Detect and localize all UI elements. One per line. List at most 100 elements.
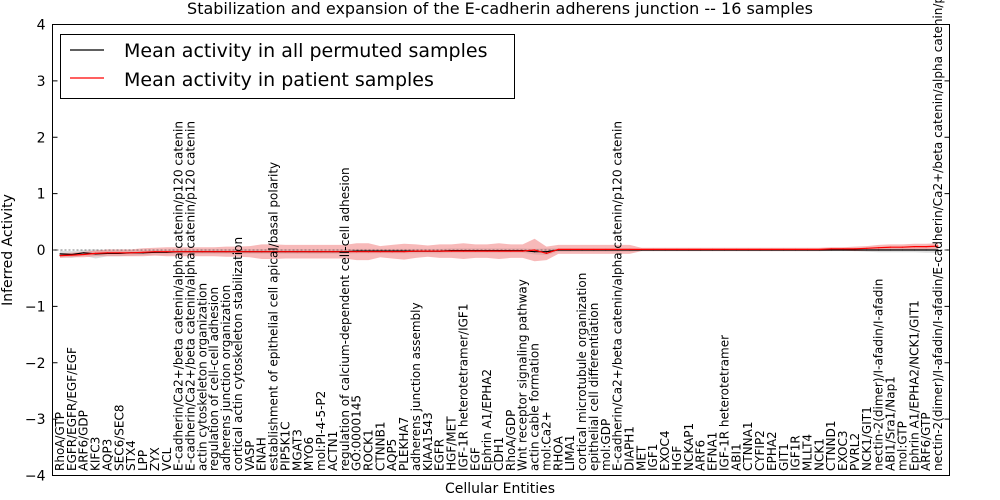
x-tick-label: VASP <box>243 440 257 471</box>
patient-point <box>818 248 820 251</box>
x-tick-label: EFNA1 <box>706 432 720 471</box>
patient-point <box>795 248 797 251</box>
patient-point <box>130 252 132 254</box>
permuted-point <box>937 249 939 251</box>
patient-point <box>450 250 453 252</box>
patient-point <box>201 251 203 253</box>
x-tick-label: ENAH <box>255 437 269 471</box>
patient-point <box>889 246 892 248</box>
x-tick-label: actin cytoskeleton organization <box>195 283 209 471</box>
x-tick-label: adherens junction organization <box>219 285 233 471</box>
x-tick-label: E-cadherin/Ca2+/beta catenin/alpha caten… <box>611 121 625 471</box>
patient-point <box>688 248 690 251</box>
patient-point <box>866 247 868 249</box>
patient-point <box>640 248 642 251</box>
x-tick-label: GIT1 <box>777 443 791 471</box>
x-tick-label: DIAPH1 <box>623 426 637 471</box>
patient-point <box>59 255 61 257</box>
y-tick-label: −2 <box>25 356 46 372</box>
patient-point <box>462 250 465 252</box>
x-tick-label: EXOC3 <box>836 431 850 472</box>
patient-point <box>284 251 287 253</box>
x-tick-label: PLEKHA7 <box>397 417 411 471</box>
legend-label-patient: Mean activity in patient samples <box>124 69 434 91</box>
x-tick-label: CTNNA1 <box>741 421 755 471</box>
x-tick-label: EGF <box>468 447 482 471</box>
x-tick-label: ZYX <box>148 447 162 471</box>
patient-point <box>498 250 500 252</box>
patient-point <box>783 248 785 251</box>
permuted-point <box>83 252 85 254</box>
patient-point <box>296 251 298 253</box>
permuted-point <box>913 249 915 251</box>
x-tick-label: ARF6/GDP <box>77 410 91 471</box>
permuted-point <box>878 249 880 251</box>
x-tick-label: AQP3 <box>101 439 115 471</box>
x-tick-label: CTNND1 <box>824 420 838 471</box>
x-tick-label: actin cable formation <box>528 343 542 471</box>
patient-point <box>569 248 571 251</box>
x-tick-label: HGF <box>670 446 684 471</box>
patient-point <box>391 251 393 253</box>
patient-point <box>261 251 263 253</box>
patient-point <box>237 251 239 253</box>
x-tick-label: SEC6/SEC8 <box>112 405 126 471</box>
x-tick-label: VCL <box>160 447 174 471</box>
x-tick-label: KIAA1543 <box>421 412 435 471</box>
patient-point <box>154 251 156 253</box>
patient-point <box>189 251 192 253</box>
patient-point <box>652 248 654 251</box>
permuted-point <box>545 251 548 253</box>
patient-point <box>308 251 310 253</box>
patient-point <box>617 248 619 251</box>
patient-point <box>747 248 749 251</box>
patient-point <box>806 248 809 251</box>
x-tick-label: IGF1R <box>789 435 803 471</box>
x-tick-label: MLLT4 <box>801 434 815 471</box>
x-tick-label: ROCK1 <box>362 429 376 471</box>
x-tick-label: EPHA2 <box>765 431 779 471</box>
x-tick-label: regulation of calcium-dependent cell-cel… <box>338 167 352 471</box>
patient-point <box>474 250 476 252</box>
x-tick-label: ACTN1 <box>326 431 340 471</box>
x-tick-labels: RhoA/GTPEGFR/EGFR/EGF/EGFARF6/GDPKIFC3AQ… <box>53 0 945 471</box>
x-tick-label: Wnt receptor signaling pathway <box>516 279 530 471</box>
patient-point <box>628 248 631 251</box>
x-tick-label: Ephrin A1/EPHA2 <box>480 369 494 471</box>
permuted-point <box>533 251 536 253</box>
patient-point <box>367 251 370 253</box>
patient-point <box>510 250 512 252</box>
x-tick-label: RhoA/GDP <box>504 410 518 471</box>
patient-point <box>344 251 346 253</box>
patient-point <box>225 251 227 253</box>
x-tick-label: E-cadherin/Ca2+/beta catenin/alpha caten… <box>172 121 186 471</box>
x-tick-label: CYFIP2 <box>753 430 767 471</box>
patient-point <box>830 248 832 250</box>
x-tick-label: EXOC4 <box>658 431 672 472</box>
permuted-point <box>854 249 856 251</box>
x-tick-label: cortical actin cytoskeleton stabilizatio… <box>231 237 245 471</box>
y-axis-label: Inferred Activity <box>0 194 16 306</box>
y-tick-label: −1 <box>25 299 46 315</box>
permuted-point <box>59 253 61 255</box>
patient-point <box>106 252 109 254</box>
patient-point <box>522 250 524 252</box>
y-tick-label: 0 <box>37 243 46 259</box>
patient-point <box>166 251 168 253</box>
patient-point <box>735 248 737 251</box>
x-tick-label: IGF1 <box>646 444 660 471</box>
patient-point <box>593 248 595 251</box>
x-tick-label: NCKAP1 <box>682 423 696 471</box>
x-tick-label: PVRL2 <box>848 433 862 471</box>
x-tick-label: Ephrin A1/EPHA2/NCK1/GIT1 <box>907 300 921 471</box>
patient-point <box>533 249 536 251</box>
patient-point <box>664 248 666 251</box>
patient-point <box>711 248 714 251</box>
x-tick-label: NCK1 <box>812 438 826 471</box>
patient-point <box>71 254 73 256</box>
x-tick-label: HGF/MET <box>445 416 459 471</box>
patient-point <box>379 251 381 253</box>
x-tick-label: RHOA <box>551 435 565 471</box>
x-tick-label: mol:Ca2+ <box>540 411 554 471</box>
permuted-point <box>901 249 904 251</box>
